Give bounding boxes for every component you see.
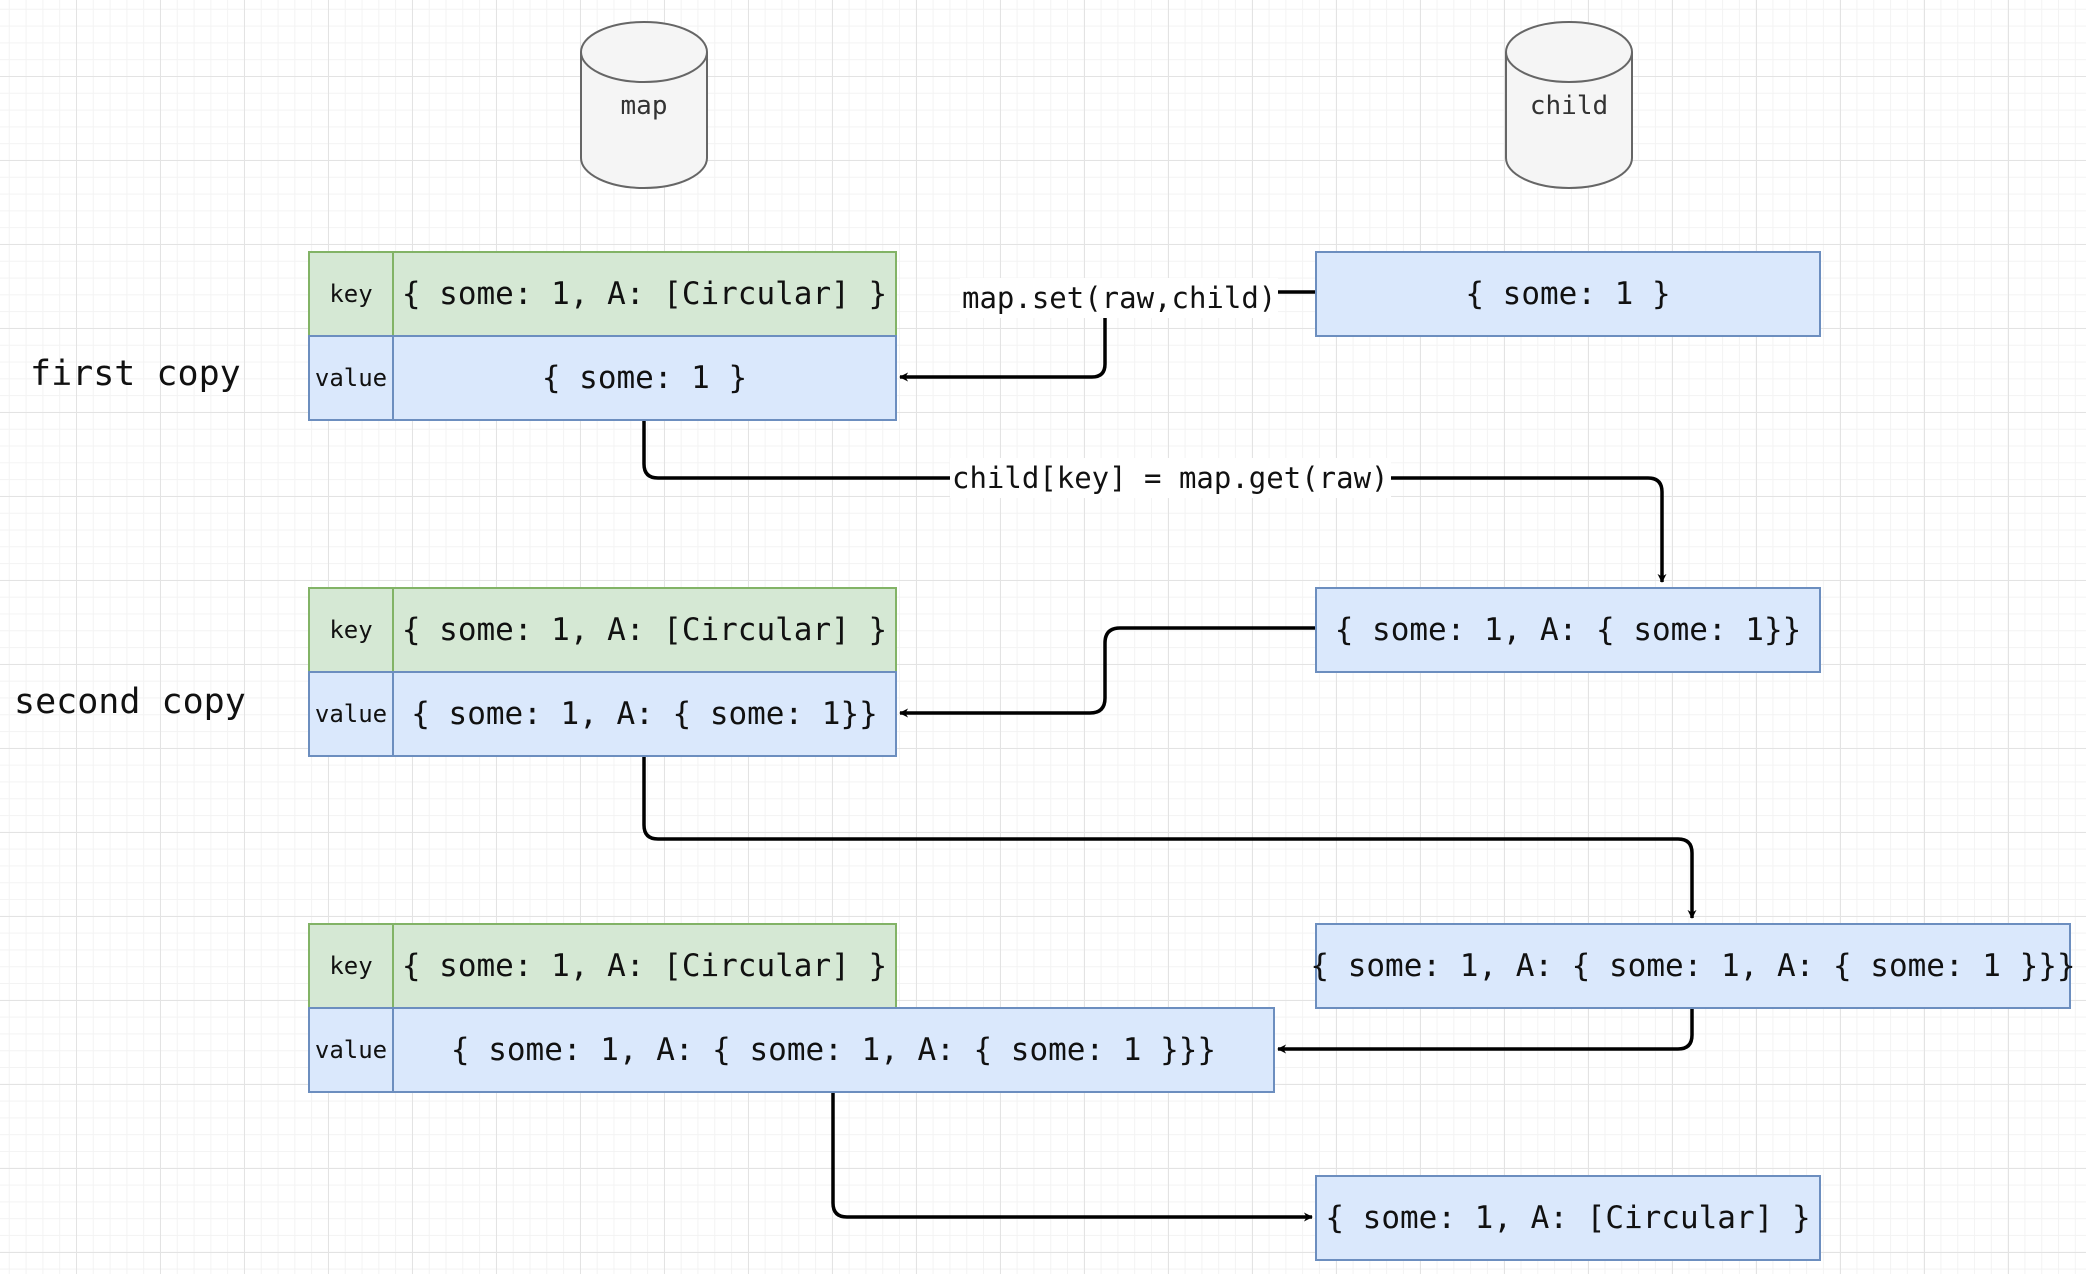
child-node-4: { some: 1, A: [Circular] } [1315,1175,1821,1261]
child-node-1: { some: 1 } [1315,251,1821,337]
database-map-icon [580,21,708,189]
row2-key-label: key [308,587,394,673]
row1-value-label: value [308,335,394,421]
edge-get-arrow [642,419,1667,583]
row2-key-cell: { some: 1, A: [Circular] } [392,587,897,673]
edge-value3-to-child4 [831,1092,1313,1222]
child-node-2: { some: 1, A: { some: 1}} [1315,587,1821,673]
row-label-second-copy: second copy [14,682,246,722]
row3-value-cell: { some: 1, A: { some: 1, A: { some: 1 }}… [392,1007,1275,1093]
row1-key-label: key [308,251,394,337]
row2-value-label: value [308,671,394,757]
database-child-icon [1505,21,1633,189]
edge-child2-to-value2 [899,626,1315,718]
edge-child3-to-value3 [1277,1008,1694,1054]
store-map-label: map [620,91,668,121]
row2-value-cell: { some: 1, A: { some: 1}} [392,671,897,757]
store-child-label: child [1529,91,1609,121]
edge-value2-to-child3 [642,756,1697,919]
child-node-3: { some: 1, A: { some: 1, A: { some: 1 }}… [1310,923,2076,1009]
row3-value-label: value [308,1007,394,1093]
edge-set-arrow [900,290,1315,377]
row3-key-label: key [308,923,394,1009]
row3-key-cell: { some: 1, A: [Circular] } [392,923,897,1009]
edge-label-map-set: map.set(raw,child) [960,278,1279,318]
row1-key-cell: { some: 1, A: [Circular] } [392,251,897,337]
row-label-first-copy: first copy [30,354,241,394]
edge-label-map-get: child[key] = map.get(raw) [950,458,1391,498]
row1-value-cell: { some: 1 } [392,335,897,421]
